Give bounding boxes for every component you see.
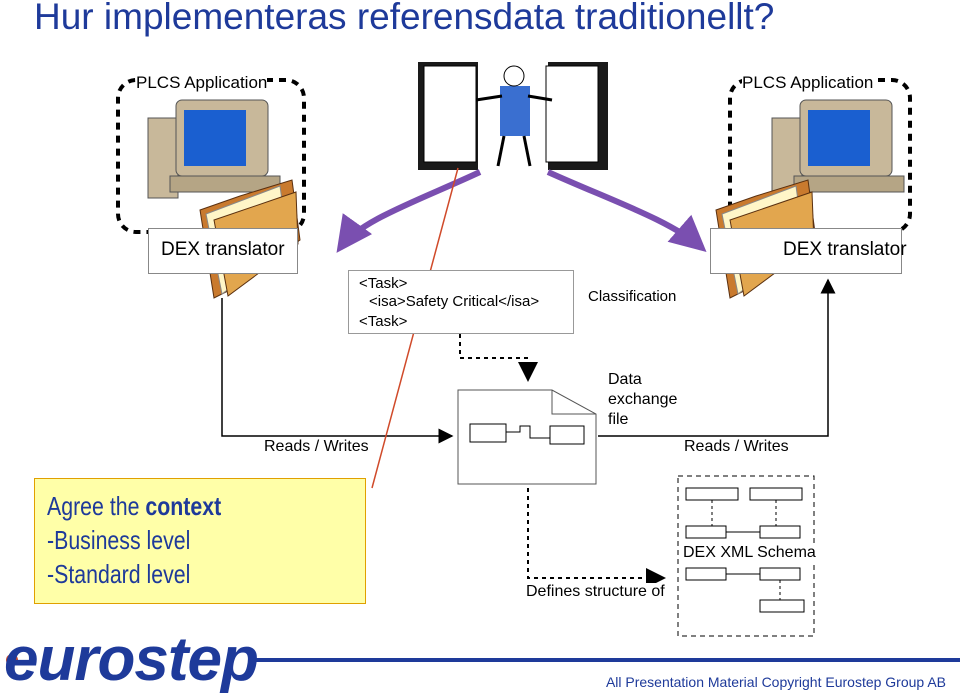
computer-icon [147, 99, 281, 199]
dashed-connector-task [459, 334, 538, 382]
task-line-1: <Task> [359, 275, 408, 292]
context-agreement-box: Agree the context -Business level -Stand… [34, 478, 366, 604]
computer-icon [771, 99, 905, 199]
left-app-label: PLCS Application [136, 73, 268, 93]
reads-writes-right-label: Reads / Writes [684, 438, 789, 456]
right-dex-translator-box: DEX translator [710, 228, 907, 274]
task-line-3: <Task> [359, 313, 408, 330]
context-line-1: Agree the context [47, 491, 221, 522]
connector-right [598, 278, 836, 437]
dex-xml-schema-label: DEX XML Schema [682, 544, 817, 562]
defines-structure-label: Defines structure of [526, 583, 665, 601]
context-keyword: context [145, 491, 222, 521]
left-dex-translator-label: DEX translator [161, 239, 285, 260]
eurostep-logo: eurostep [4, 625, 259, 694]
left-dex-translator-box: DEX translator [148, 228, 298, 274]
context-line-3: -Standard level [47, 559, 191, 589]
page-title: Hur implementeras referensdata tradition… [34, 0, 775, 37]
people-exchanging-documents-icon [418, 62, 608, 170]
connector-left [221, 298, 454, 444]
logo-dot [6, 654, 18, 666]
left-app-border [116, 78, 306, 234]
task-line-2: <isa>Safety Critical</isa> [369, 293, 540, 310]
right-app-label: PLCS Application [742, 73, 874, 93]
right-dex-translator-label: DEX translator [783, 239, 907, 260]
purple-arrow-right [546, 169, 707, 252]
context-line-2: -Business level [47, 525, 191, 555]
task-snippet-box: <Task> <isa>Safety Critical</isa> <Task> [348, 270, 574, 334]
dashed-connector-schema [527, 488, 666, 588]
data-exchange-file-label: Data exchange file [608, 371, 678, 428]
reads-writes-left-label: Reads / Writes [264, 438, 369, 456]
data-exchange-file-icon [457, 389, 597, 485]
context-prefix: Agree the [47, 491, 146, 521]
classification-label: Classification [588, 288, 677, 305]
copyright-text: All Presentation Material Copyright Euro… [605, 674, 946, 690]
purple-arrow-left [336, 169, 482, 253]
